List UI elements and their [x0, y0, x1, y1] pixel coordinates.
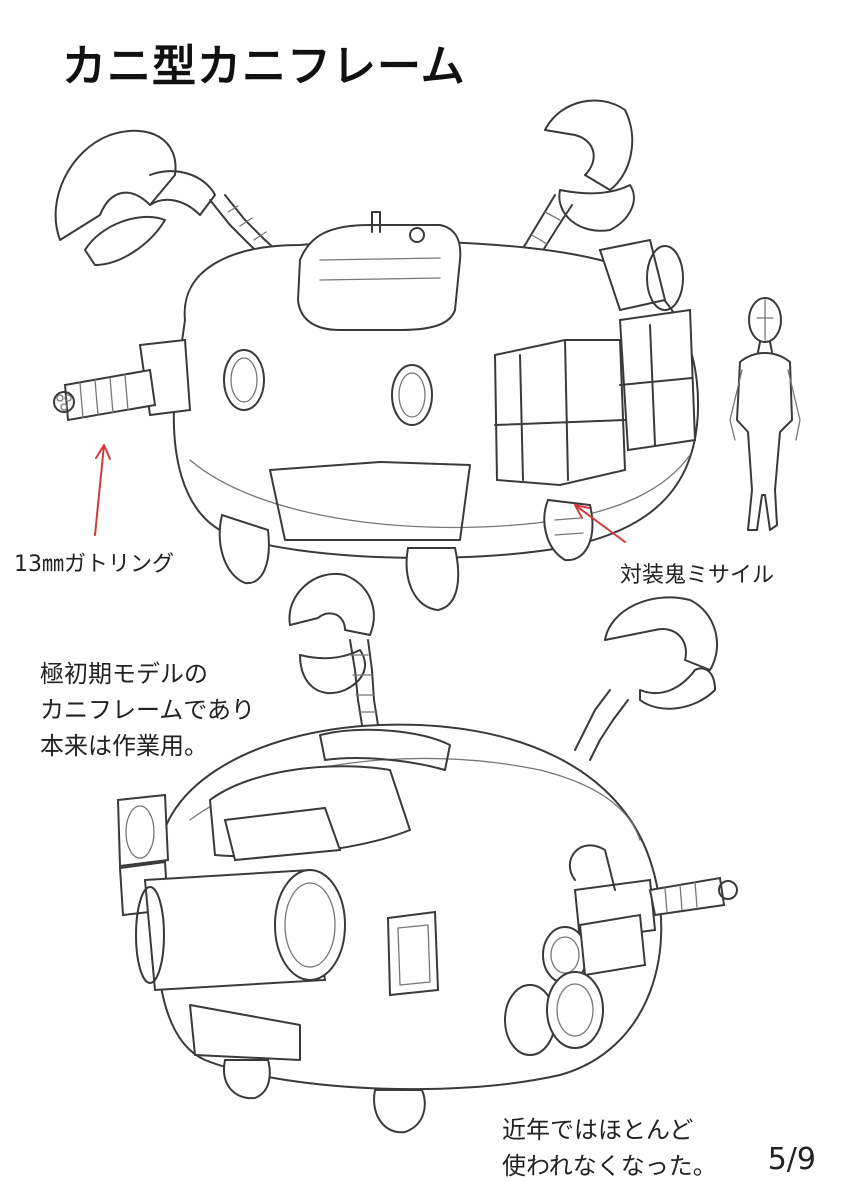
missile-arrow — [574, 504, 626, 543]
annotation-arrows — [94, 444, 626, 543]
lower-note-line: 使われなくなった。 — [502, 1152, 717, 1180]
crab-frame-front-view — [53, 99, 700, 612]
page-title: カニ型カニフレーム — [62, 41, 466, 92]
lower-note: 近年ではほとんど 使われなくなった。 — [502, 1112, 717, 1184]
upper-note-line: カニフレームであり — [40, 696, 256, 724]
gatling-arrow — [94, 444, 111, 536]
gatling-label: 13㎜ガトリング — [14, 552, 174, 577]
lower-note-line: 近年ではほとんど — [502, 1116, 694, 1144]
crab-frame-rear-view — [116, 572, 738, 1134]
upper-note: 極初期モデルの カニフレームであり 本来は作業用。 — [40, 656, 255, 764]
human-scale-figure — [729, 297, 801, 531]
upper-note-line: 本来は作業用。 — [40, 732, 208, 760]
upper-note-line: 極初期モデルの — [40, 660, 208, 688]
page-number: 5/9 — [767, 1142, 816, 1177]
missile-label: 対装鬼ミサイル — [620, 563, 775, 588]
